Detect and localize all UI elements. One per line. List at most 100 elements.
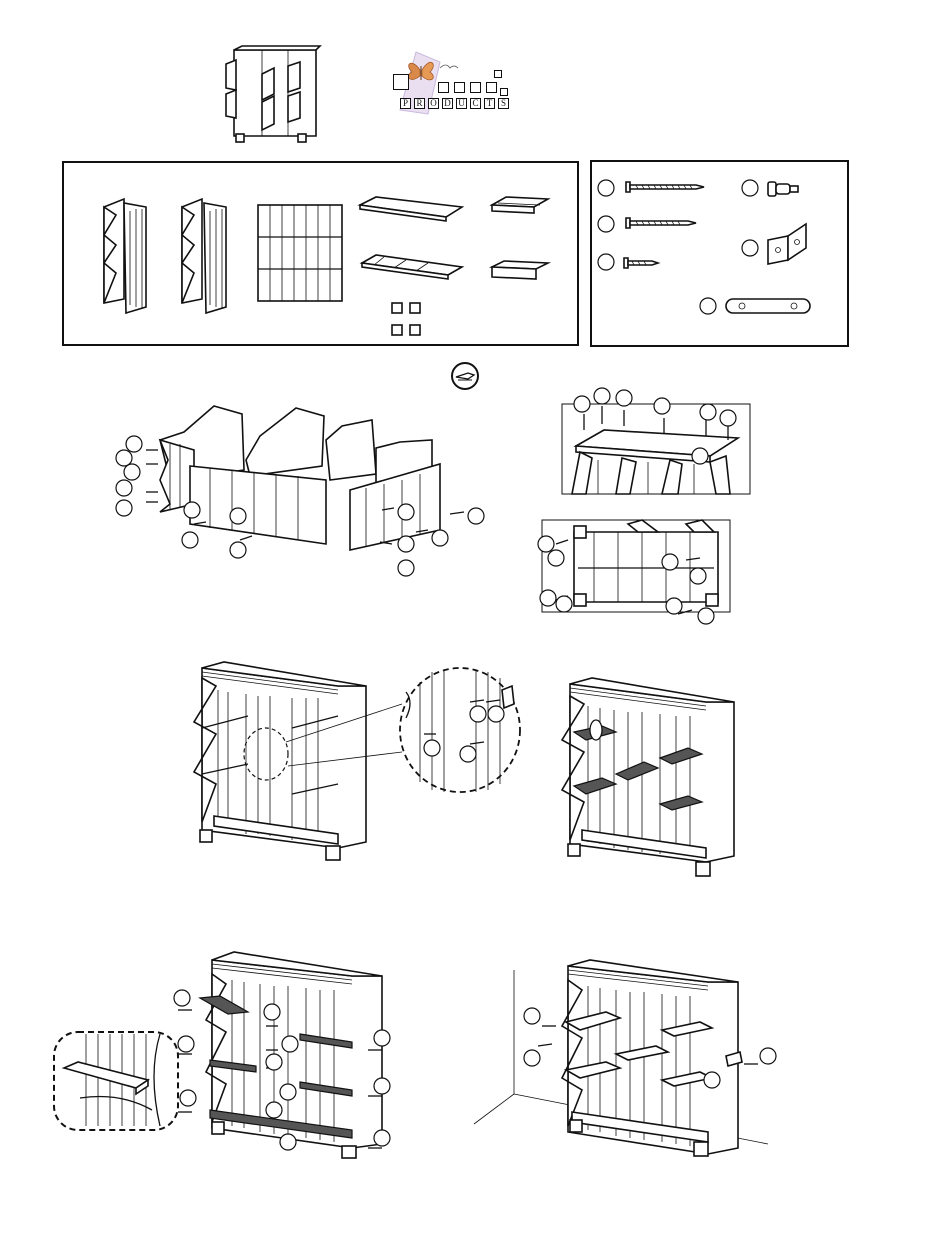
callout-circle — [654, 398, 670, 414]
step-wall-fix — [472, 960, 782, 1170]
foot — [568, 844, 580, 856]
callout-circle — [180, 1090, 196, 1106]
callout-circle — [698, 608, 714, 624]
short-screw — [624, 258, 658, 268]
callout-circle — [174, 990, 190, 1006]
foot — [574, 526, 586, 538]
callout-circle — [460, 746, 476, 762]
logo-letter: T — [484, 98, 495, 109]
feet — [392, 303, 420, 335]
logo-square — [486, 82, 497, 93]
logo-letter: O — [428, 98, 439, 109]
top-board — [360, 197, 462, 221]
logo-square — [393, 74, 409, 90]
callout-circle — [524, 1050, 540, 1066]
foot — [696, 862, 710, 876]
callout-circle — [700, 298, 716, 314]
callout-circle — [616, 390, 632, 406]
foot — [342, 1146, 356, 1158]
callout-circle — [700, 404, 716, 420]
foot — [570, 1120, 582, 1132]
foot — [200, 830, 212, 842]
callout-circle — [468, 508, 484, 524]
callout-circle — [230, 508, 246, 524]
step-shelves-insert — [556, 676, 740, 882]
logo-square — [454, 82, 465, 93]
detail-zoom — [400, 668, 520, 792]
logo-square — [500, 88, 508, 96]
dowel-pin — [768, 182, 798, 196]
foot — [326, 846, 340, 860]
callout-circle — [598, 216, 614, 232]
callout-circle — [742, 180, 758, 196]
callout-circle — [662, 554, 678, 570]
logo-letter: S — [498, 98, 509, 109]
callout-circle — [574, 396, 590, 412]
logo-letter: U — [456, 98, 467, 109]
callout-circle — [398, 504, 414, 520]
foot — [574, 594, 586, 606]
callout-circle — [424, 740, 440, 756]
callout-circle — [282, 1036, 298, 1052]
back-panel — [258, 205, 342, 301]
callout-circle — [470, 706, 486, 722]
step-base-attach — [538, 518, 734, 626]
callout-circle — [184, 502, 200, 518]
screwdriver-icon — [450, 361, 480, 391]
hardware-panel — [590, 160, 849, 347]
callout-circle — [598, 254, 614, 270]
callout-circle — [266, 1102, 282, 1118]
logo-square — [470, 82, 481, 93]
foot — [212, 1122, 224, 1134]
callout-circle — [720, 410, 736, 426]
callout-circle — [280, 1134, 296, 1150]
logo-square — [494, 70, 502, 78]
callout-circle — [540, 590, 556, 606]
hardware-illustration — [592, 162, 851, 349]
callout-circle — [264, 1004, 280, 1020]
inset-detail — [54, 1032, 178, 1130]
callout-circle — [692, 448, 708, 464]
callout-circle — [266, 1054, 282, 1070]
callout-circle — [666, 598, 682, 614]
callout-circle — [116, 500, 132, 516]
parts-illustration — [64, 163, 581, 348]
side-panel-right — [182, 199, 226, 313]
connector-plate — [726, 299, 810, 313]
long-screw — [626, 182, 704, 192]
logo-letter: D — [442, 98, 453, 109]
callout-circle — [374, 1030, 390, 1046]
callout-circle — [760, 1048, 776, 1064]
logo-letter: P — [400, 98, 411, 109]
callout-circle — [432, 530, 448, 546]
callout-circle — [116, 480, 132, 496]
callout-circle — [126, 436, 142, 452]
callout-circle — [398, 536, 414, 552]
angle-bracket — [768, 224, 806, 264]
step-shelf-screws — [52, 950, 398, 1162]
base-board — [362, 255, 462, 279]
cabinet-thumbnail-icon — [222, 44, 320, 148]
callout-circle — [398, 560, 414, 576]
callout-circle — [548, 550, 564, 566]
step-top-attach — [562, 386, 752, 496]
callout-circle — [124, 464, 140, 480]
callout-circle — [704, 1072, 720, 1088]
callout-circle — [182, 532, 198, 548]
callout-circle — [742, 240, 758, 256]
shelf — [492, 197, 548, 213]
callout-circle — [556, 596, 572, 612]
callout-circle — [116, 450, 132, 466]
parts-panel — [62, 161, 579, 346]
step-frame-assembly — [110, 400, 490, 585]
callout-circle — [178, 1036, 194, 1052]
callout-circle — [280, 1084, 296, 1100]
callout-circle — [538, 536, 554, 552]
logo-square — [438, 82, 449, 93]
step-cabinet-detail — [188, 658, 534, 874]
callout-circle — [374, 1130, 390, 1146]
logo-letter: R — [414, 98, 425, 109]
side-panel-left — [104, 199, 146, 313]
callout-circle — [230, 542, 246, 558]
callout-circle — [524, 1008, 540, 1024]
